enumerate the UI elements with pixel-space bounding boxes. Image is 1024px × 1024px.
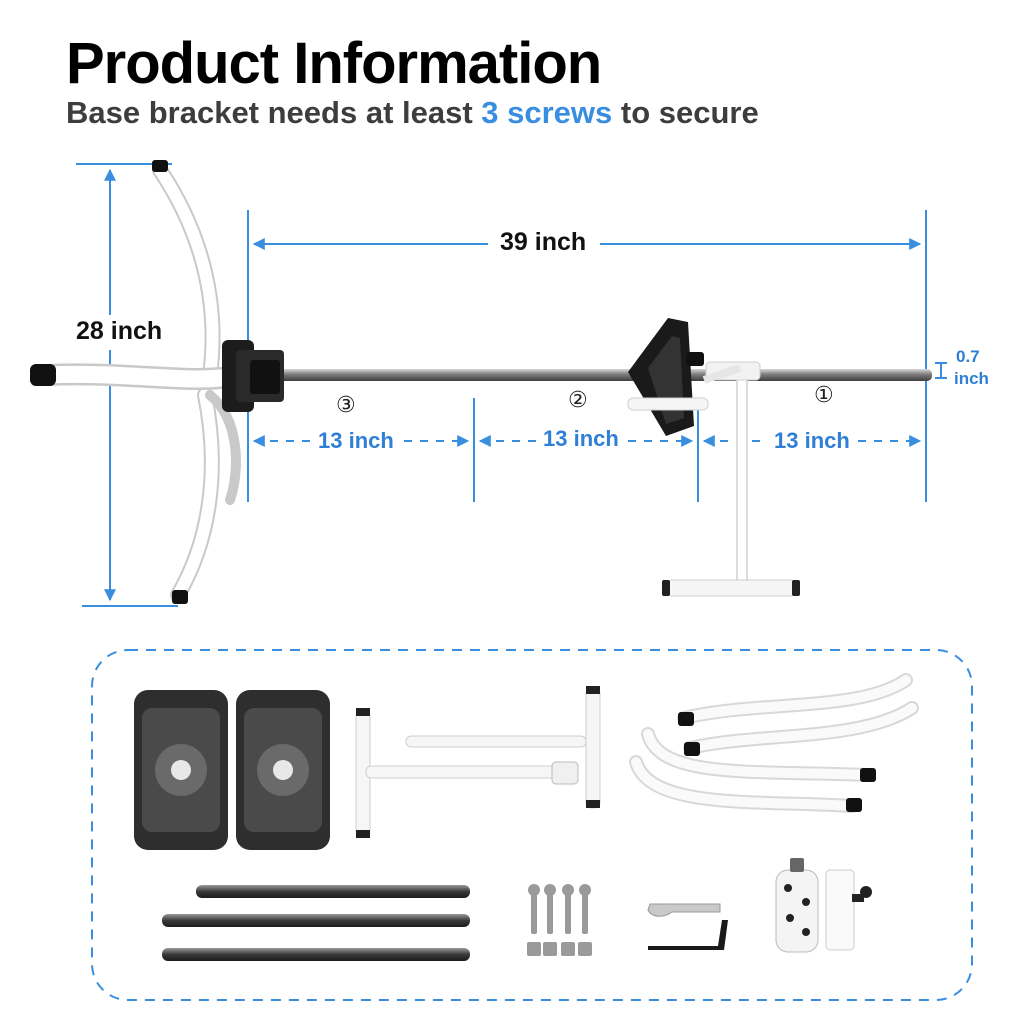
parts-t-stand xyxy=(355,686,601,838)
subtitle-text-post: to secure xyxy=(612,95,759,130)
subtitle-highlight: 3 screws xyxy=(481,95,613,130)
page-subtitle: Base bracket needs at least 3 screws to … xyxy=(66,95,759,131)
subtitle-text-pre: Base bracket needs at least xyxy=(66,95,482,130)
length-dimension-label: 39 inch xyxy=(496,228,591,257)
segment-marker-2: ② xyxy=(568,387,588,412)
segment-2-length-label: 13 inch xyxy=(541,426,621,452)
height-dimension-label: 28 inch xyxy=(74,317,165,346)
pole-diameter-value: 0.7 xyxy=(956,347,980,366)
segment-1-length-label: 13 inch xyxy=(772,428,852,454)
parts-curved-legs xyxy=(629,673,919,813)
segment-marker-1: ① xyxy=(814,382,834,407)
parts-adapter xyxy=(775,858,872,953)
parts-base-plates xyxy=(134,690,330,850)
parts-poles xyxy=(162,885,470,961)
left-base-plate xyxy=(222,340,284,412)
parts-screws xyxy=(527,884,592,956)
pole-diameter-unit: inch xyxy=(954,369,989,388)
parts-box-border xyxy=(91,649,973,1001)
segment-marker-3: ③ xyxy=(336,392,356,417)
parts-tools xyxy=(647,903,728,950)
page-title: Product Information xyxy=(66,31,602,96)
t-stand xyxy=(627,361,800,597)
assembled-stand xyxy=(30,160,932,604)
segment-3-length-label: 13 inch xyxy=(316,428,396,454)
